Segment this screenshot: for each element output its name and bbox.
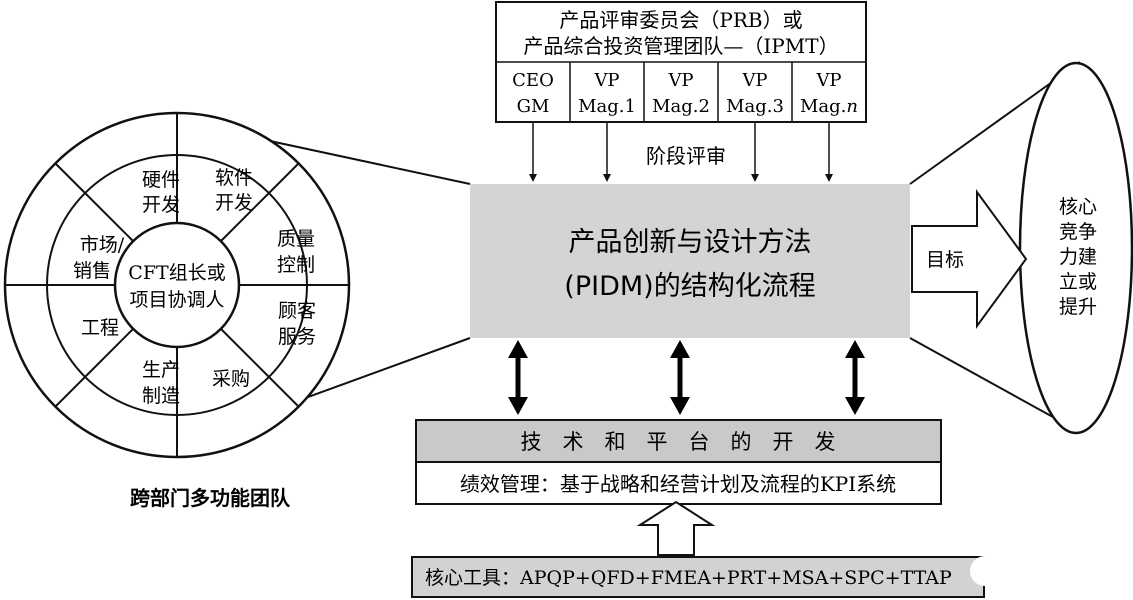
platform-label: 技 术 和 平 台 的 开 发 — [521, 430, 836, 454]
segment-procurement-line1: 采购 — [212, 368, 250, 390]
phase-review-label: 阶段评审 — [646, 144, 726, 168]
core-competence-line2: 竞争 — [1059, 221, 1097, 243]
segment-software-line1: 软件 — [215, 167, 253, 189]
segment-software-line2: 开发 — [215, 192, 253, 214]
segment-quality-line2: 控制 — [277, 254, 315, 276]
platform-block: 技 术 和 平 台 的 开 发 绩效管理：基于战略和经营计划及流程的KPI系统 — [415, 419, 942, 505]
core-competence-ellipse — [1018, 61, 1133, 435]
core-tools-label: 核心工具：APQP+QFD+FMEA+PRT+MSA+SPC+TTAP — [425, 567, 952, 589]
board-member-1-title: GM — [517, 96, 550, 117]
board-member-5-role: VP — [815, 70, 841, 91]
double-arrow-right — [845, 340, 865, 415]
platform-header — [415, 419, 942, 463]
process-title-line2: (PIDM)的结构化流程 — [564, 271, 815, 302]
overlay-pill — [970, 556, 1116, 586]
core-competence-line1: 核心 — [1059, 196, 1097, 218]
segment-production-line2: 制造 — [142, 385, 180, 407]
board-member-1-role: CEO — [512, 70, 554, 91]
team-circle: CFT组长或 项目协调人 软件 开发 质量 控制 顾客 服务 采购 生产 制造 … — [3, 111, 471, 459]
team-caption: 跨部门多功能团队 — [130, 486, 291, 510]
segment-customer-service-line1: 顾客 — [278, 300, 316, 322]
board-member-2-title: Mag.1 — [578, 96, 636, 117]
segment-hardware-line2: 开发 — [142, 194, 180, 216]
segment-customer-service-line2: 服务 — [278, 326, 316, 348]
board-member-4-title: Mag.3 — [726, 96, 784, 117]
segment-production-line1: 生产 — [142, 359, 180, 381]
segment-marketing-line1: 市场/ — [80, 234, 125, 256]
board-member-2-role: VP — [593, 70, 619, 91]
segment-hardware-line1: 硬件 — [142, 169, 180, 191]
process-box — [470, 184, 910, 338]
board-title-line2: 产品综合投资管理团队—（IPMT） — [523, 34, 838, 58]
double-arrow-middle — [670, 340, 690, 415]
double-arrow-left — [508, 340, 528, 415]
goal-arrow — [911, 188, 1028, 330]
core-tools-up-arrow — [636, 500, 716, 556]
team-center-circle — [113, 221, 241, 349]
core-competence-line4: 立或 — [1059, 271, 1097, 293]
core-competence-line3: 力建 — [1059, 246, 1097, 268]
performance-label: 绩效管理：基于战略和经营计划及流程的KPI系统 — [460, 472, 896, 496]
board-member-4-role: VP — [741, 70, 767, 91]
board-title-line1: 产品评审委员会（PRB）或 — [559, 8, 802, 32]
segment-engineering-line1: 工程 — [81, 317, 119, 339]
board-review-arrows — [529, 123, 833, 182]
team-leader-line2: 项目协调人 — [129, 289, 224, 311]
goal-cone: 目标 核心 竞争 力建 立或 提升 — [909, 61, 1133, 435]
team-leader-line1: CFT组长或 — [128, 262, 225, 284]
core-competence-line5: 提升 — [1059, 296, 1097, 318]
goal-label: 目标 — [926, 249, 964, 271]
process-title-line1: 产品创新与设计方法 — [569, 227, 812, 258]
board-member-3-role: VP — [667, 70, 693, 91]
segment-marketing-line2: 销售 — [73, 260, 111, 282]
platform-link-arrows — [508, 340, 865, 415]
core-tools-box — [411, 556, 985, 598]
board-member-5-title: Mag.n — [800, 96, 858, 117]
review-board: 产品评审委员会（PRB）或 产品综合投资管理团队—（IPMT） CEO GM V… — [495, 1, 867, 123]
segment-quality-line1: 质量 — [277, 228, 315, 250]
board-member-3-title: Mag.2 — [652, 96, 710, 117]
